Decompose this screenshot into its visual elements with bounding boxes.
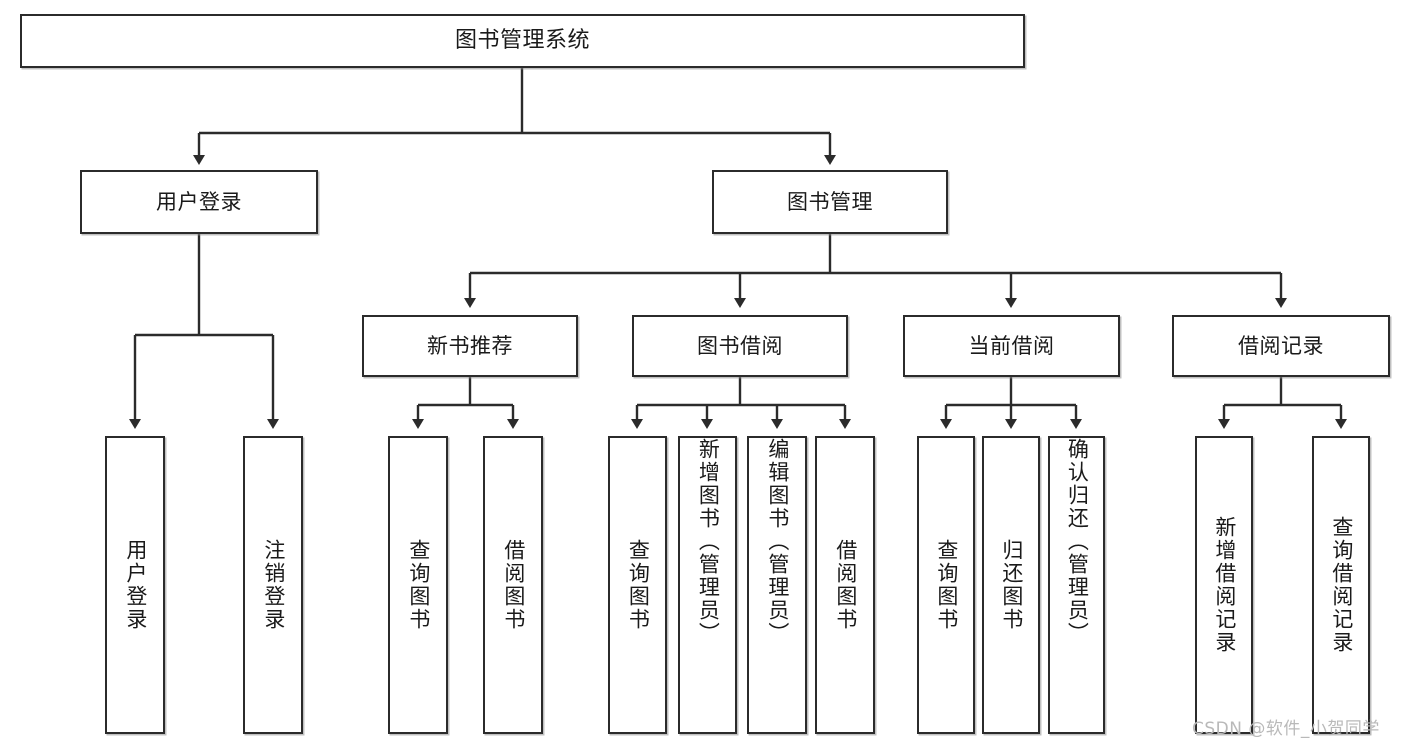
leaf-borrow-record-query-record[interactable]: 查询借阅记录 xyxy=(1312,436,1370,734)
leaf-user-login-login[interactable]: 用户登录 xyxy=(105,436,165,734)
node-label: 编辑图书（管理员） xyxy=(765,438,790,645)
node-label: 新增图书（管理员） xyxy=(696,438,721,645)
leaf-current-borrow-return-book[interactable]: 归还图书 xyxy=(982,436,1040,734)
node-label: 查询图书 xyxy=(406,539,431,631)
node-label: 确认归还（管理员） xyxy=(1065,438,1090,645)
leaf-new-book-query-book[interactable]: 查询图书 xyxy=(388,436,448,734)
leaf-new-book-borrow-book[interactable]: 借阅图书 xyxy=(483,436,543,734)
leaf-user-login-logout[interactable]: 注销登录 xyxy=(243,436,303,734)
node-label: 图书借阅 xyxy=(697,333,783,358)
leaf-book-borrow-borrow-book[interactable]: 借阅图书 xyxy=(815,436,875,734)
node-book-borrow[interactable]: 图书借阅 xyxy=(632,315,848,377)
node-label: 借阅图书 xyxy=(833,539,858,631)
node-user-login[interactable]: 用户登录 xyxy=(80,170,318,234)
csdn-watermark: CSDN @软件_小贺同学 xyxy=(1192,719,1380,739)
leaf-current-borrow-query-book[interactable]: 查询图书 xyxy=(917,436,975,734)
node-label: 查询图书 xyxy=(626,539,651,631)
node-new-book-recommend[interactable]: 新书推荐 xyxy=(362,315,578,377)
node-label: 用户登录 xyxy=(156,189,242,214)
node-root-book-management-system[interactable]: 图书管理系统 xyxy=(20,14,1025,68)
node-borrow-record[interactable]: 借阅记录 xyxy=(1172,315,1390,377)
node-label: 新增借阅记录 xyxy=(1212,516,1237,654)
node-label: 查询图书 xyxy=(934,539,959,631)
node-book-management[interactable]: 图书管理 xyxy=(712,170,948,234)
leaf-current-borrow-confirm-return-admin[interactable]: 确认归还（管理员） xyxy=(1048,436,1105,734)
node-label: 归还图书 xyxy=(999,539,1024,631)
node-label: 图书管理系统 xyxy=(454,28,590,54)
node-label: 新书推荐 xyxy=(427,333,513,358)
node-label: 注销登录 xyxy=(261,539,286,631)
leaf-book-borrow-query-book[interactable]: 查询图书 xyxy=(608,436,667,734)
node-label: 当前借阅 xyxy=(968,333,1055,358)
node-label: 用户登录 xyxy=(123,539,148,631)
node-label: 借阅记录 xyxy=(1238,333,1324,358)
leaf-book-borrow-edit-book-admin[interactable]: 编辑图书（管理员） xyxy=(747,436,807,734)
node-label: 图书管理 xyxy=(787,189,873,214)
leaf-borrow-record-add-record[interactable]: 新增借阅记录 xyxy=(1195,436,1253,734)
node-label: 查询借阅记录 xyxy=(1329,516,1354,654)
leaf-book-borrow-add-book-admin[interactable]: 新增图书（管理员） xyxy=(678,436,737,734)
node-current-borrow[interactable]: 当前借阅 xyxy=(903,315,1120,377)
node-label: 借阅图书 xyxy=(501,539,526,631)
